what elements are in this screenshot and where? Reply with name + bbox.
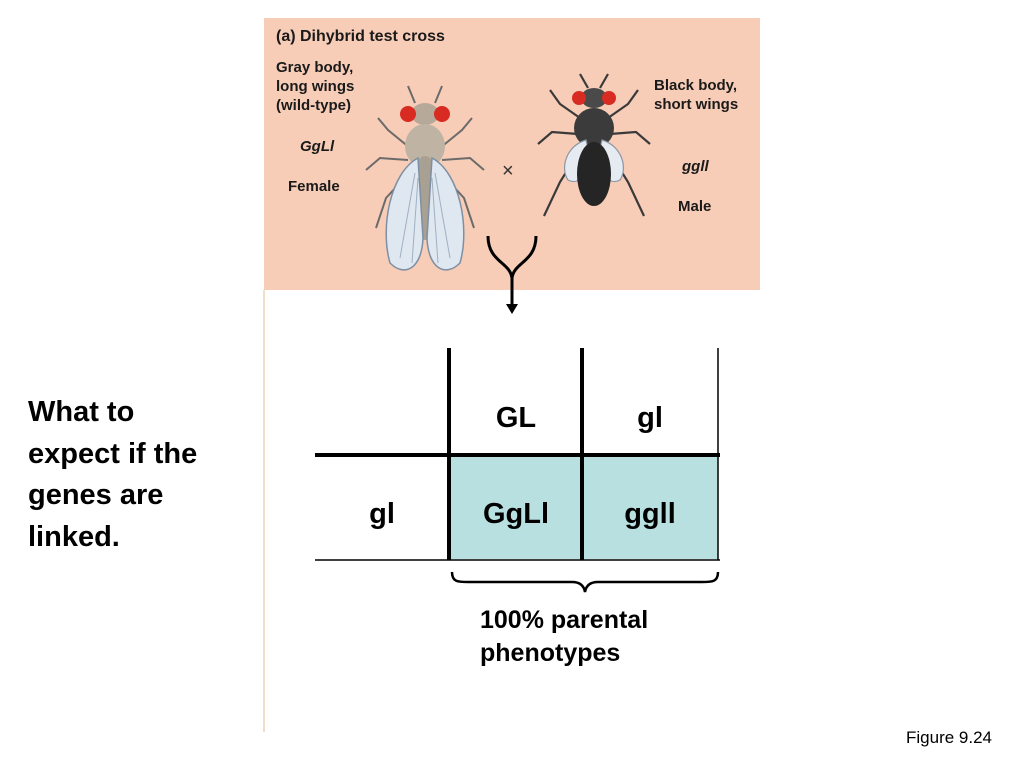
row-header-gl: gl <box>369 498 395 530</box>
male-description-line: short wings <box>654 96 739 113</box>
male-genotype: ggll <box>682 158 709 175</box>
punnett-grid <box>315 348 720 561</box>
result-line: phenotypes <box>480 639 621 667</box>
female-description-line: Gray body, <box>276 59 354 76</box>
female-sex-label: Female <box>288 178 340 195</box>
female-fly-illustration <box>365 85 485 271</box>
result-line: 100% parental <box>480 606 649 634</box>
linked-genes-question: What to expect if the genes are linked. <box>28 392 258 558</box>
offspring-ggll: ggll <box>624 498 676 530</box>
question-line: linked. <box>28 520 120 553</box>
col-header-gl: gl <box>637 402 663 434</box>
male-description: Black body, short wings <box>654 76 738 114</box>
female-description-line: (wild-type) <box>276 97 351 114</box>
question-line: genes are <box>28 479 164 511</box>
figure-caption: Figure 9.24 <box>906 728 992 747</box>
male-description-line: Black body, <box>654 77 738 94</box>
divider-line <box>263 290 265 732</box>
col-header-GL: GL <box>495 402 537 434</box>
offspring-GgLl: GgLl <box>482 498 550 530</box>
panel-title: (a) Dihybrid test cross <box>276 28 445 45</box>
male-sex-label: Male <box>678 198 712 215</box>
result-text: 100% parental phenotypes <box>480 604 648 670</box>
female-description: Gray body, long wings (wild-type) <box>276 58 354 115</box>
question-line: expect if the <box>28 437 198 470</box>
male-fly-illustration <box>537 73 651 217</box>
merge-arrow <box>486 235 538 314</box>
punnett-cell-bg-1 <box>450 456 582 559</box>
punnett-cell-bg-2 <box>582 456 718 559</box>
female-description-line: long wings <box>276 78 355 95</box>
grouping-brace <box>450 571 720 593</box>
cross-symbol: × <box>502 160 514 182</box>
question-line: What to <box>28 396 135 428</box>
female-genotype: GgLl <box>300 138 335 155</box>
test-cross-panel: (a) Dihybrid test cross Gray body, long … <box>264 18 760 314</box>
